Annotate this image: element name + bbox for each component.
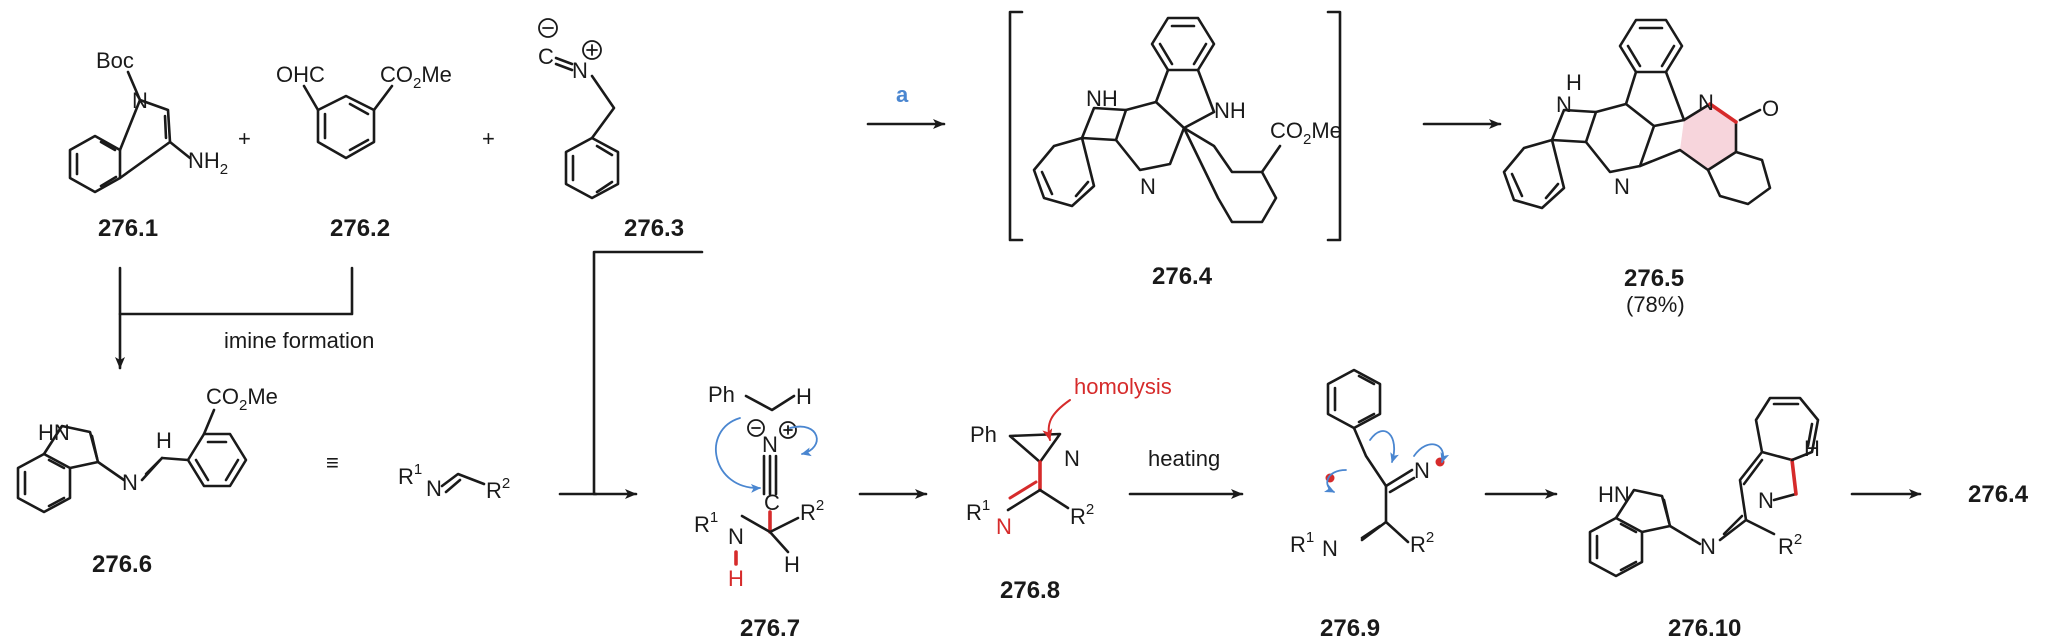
plus-sign-1: + — [238, 126, 251, 151]
step-a-label: a — [896, 82, 909, 107]
c-label: C — [764, 490, 780, 515]
imine-formation-label: imine formation — [224, 328, 374, 353]
compound-label-276-3: 276.3 — [624, 215, 684, 242]
yield-label: (78%) — [1626, 292, 1685, 317]
compound-label-276-2: 276.2 — [330, 215, 390, 242]
h-label: H — [1804, 436, 1820, 461]
equivalence-sign: ≡ — [326, 450, 339, 475]
generic-imine: R1 N R2 — [398, 461, 510, 503]
amine-n-label: N — [728, 524, 744, 549]
imine-n-label: N — [996, 514, 1012, 539]
compound-label-276-9: 276.9 — [1320, 615, 1380, 638]
h-label: H — [796, 384, 812, 409]
pyridine-n-label: N — [1140, 174, 1156, 199]
compound-276-4: NH NH N CO2Me 276.4 — [1008, 10, 1342, 290]
ohc-label: OHC — [276, 62, 325, 87]
compound-276-7: Ph H N C R1 N H R2 H 276.7 — [694, 382, 824, 638]
r2-label: R2 — [800, 497, 824, 525]
n-label: N — [572, 58, 588, 83]
heating-arrow: heating — [1128, 446, 1244, 499]
r1-label: R1 — [1290, 529, 1314, 557]
hn-label: HN — [1598, 482, 1630, 507]
isocyanide-connector — [592, 250, 704, 496]
lactam-highlight — [1680, 104, 1736, 170]
compound-label-276-4: 276.4 — [1152, 263, 1213, 290]
r1-label: R1 — [398, 461, 422, 489]
step-a-arrow: a — [866, 82, 946, 129]
lactam-n-label: N — [1698, 90, 1714, 115]
ph-label: Ph — [708, 382, 735, 407]
compound-label-276-5: 276.5 — [1624, 265, 1684, 292]
carbonyl-o-label: O — [1762, 96, 1779, 121]
compound-label-276-8: 276.8 — [1000, 577, 1060, 604]
imine-n-label: N — [122, 470, 138, 495]
compound-276-2: OHC CO2Me 276.2 — [276, 62, 452, 242]
compound-276-1: Boc N NH2 276.1 — [68, 48, 228, 242]
r2-label: R2 — [1778, 531, 1802, 559]
co2me-label: CO2Me — [1270, 118, 1342, 148]
compound-276-3: C N 276.3 — [538, 18, 684, 242]
nh2-label: NH2 — [188, 148, 228, 178]
r1-label: R1 — [694, 509, 718, 537]
r2-label: R2 — [486, 475, 510, 503]
r2-label: R2 — [1070, 501, 1094, 529]
co2me-label: CO2Me — [206, 384, 278, 414]
pyridine-n-label: N — [1614, 174, 1630, 199]
compound-276-9: N R1 N R2 276.9 — [1290, 368, 1450, 638]
n-label: N — [1414, 458, 1430, 483]
n-label: N — [426, 476, 442, 501]
nh-label-left: NH — [1086, 86, 1118, 111]
compound-276-10: HN N N H R2 276.10 — [1588, 396, 1820, 638]
r1-label: R1 — [966, 497, 990, 525]
n-label: N — [762, 432, 778, 457]
hn-label: HN — [38, 420, 70, 445]
r2-label: R2 — [1410, 529, 1434, 557]
imine-n-label: N — [1700, 534, 1716, 559]
compound-label-276-1: 276.1 — [98, 215, 158, 242]
co2me-label: CO2Me — [380, 62, 452, 92]
imine-n-label: N — [1322, 536, 1338, 561]
heating-label: heating — [1148, 446, 1220, 471]
n-label: N — [132, 88, 148, 113]
ph-label: Ph — [970, 422, 997, 447]
compound-276-8: Ph N R1 N R2 homolysis 276.8 — [966, 374, 1172, 604]
compound-label-276-10: 276.10 — [1668, 615, 1741, 638]
c-label: C — [538, 44, 554, 69]
compound-276-6: HN N H CO2Me 276.6 — [16, 384, 278, 578]
boc-label: Boc — [96, 48, 134, 73]
imine-formation-connector: imine formation — [115, 266, 374, 370]
methine-h-label: H — [784, 552, 800, 577]
compound-label-276-7: 276.7 — [740, 615, 800, 638]
compound-label-276-6: 276.6 — [92, 551, 152, 578]
imine-h-label: H — [156, 428, 172, 453]
plus-sign-2: + — [482, 126, 495, 151]
amine-h-label: H — [728, 566, 744, 591]
azirine-n-label: N — [1064, 446, 1080, 471]
homolysis-label: homolysis — [1074, 374, 1172, 399]
final-target-label: 276.4 — [1968, 481, 2029, 508]
nh-label-right: NH — [1214, 98, 1246, 123]
ring-n-label: N — [1758, 488, 1774, 513]
